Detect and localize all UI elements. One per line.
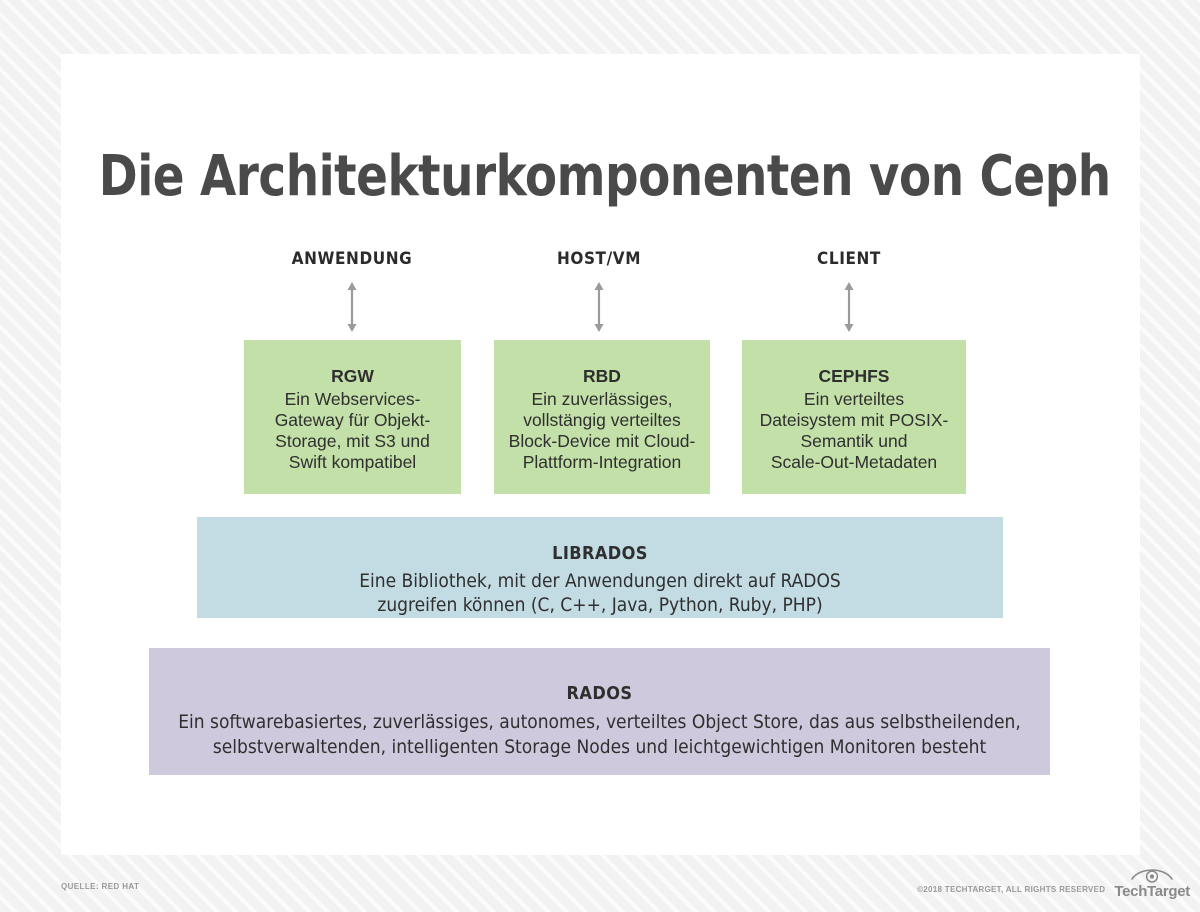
double-headed-arrow-icon-hostvm: [594, 282, 604, 332]
column-headers: ANWENDUNG HOST/VM CLIENT: [61, 249, 1140, 271]
component-title-rbd: RBD: [583, 366, 621, 386]
techtarget-logo: TechTarget: [1114, 866, 1190, 899]
component-title-rados: RADOS: [566, 683, 633, 704]
component-box-rbd: RBD Ein zuverlässiges, vollstängig verte…: [494, 340, 710, 494]
component-box-rados: RADOS Ein softwarebasiertes, zuverlässig…: [149, 648, 1050, 775]
copyright-notice: ©2018 TECHTARGET, ALL RIGHTS RESERVED: [917, 885, 1106, 894]
component-box-cephfs: CEPHFS Ein verteiltes Dateisystem mit PO…: [742, 340, 966, 494]
column-header-client: CLIENT: [817, 249, 881, 269]
component-description-rados: Ein softwarebasiertes, zuverlässiges, au…: [178, 711, 1021, 758]
double-headed-arrow-icon-client: [844, 282, 854, 332]
column-header-hostvm: HOST/VM: [556, 249, 642, 269]
component-title-rgw: RGW: [331, 366, 374, 386]
infographic-card: Die Architekturkomponenten von Ceph ANWE…: [61, 54, 1140, 855]
component-title-cephfs: CEPHFS: [818, 366, 890, 386]
component-description-cephfs: Ein verteiltes Dateisystem mit POSIX- Se…: [759, 389, 949, 472]
column-header-anwendung: ANWENDUNG: [291, 249, 413, 269]
component-box-librados: LIBRADOS Eine Bibliothek, mit der Anwend…: [197, 517, 1003, 618]
component-description-librados: Eine Bibliothek, mit der Anwendungen dir…: [359, 570, 841, 616]
footer-branding: ©2018 TECHTARGET, ALL RIGHTS RESERVED Te…: [917, 866, 1190, 899]
eye-icon: [1131, 869, 1173, 883]
component-box-rgw: RGW Ein Webservices- Gateway für Objekt-…: [244, 340, 461, 494]
component-description-rbd: Ein zuverlässiges, vollstängig verteilte…: [508, 389, 696, 472]
component-description-rgw: Ein Webservices- Gateway für Objekt- Sto…: [274, 389, 431, 472]
double-headed-arrow-icon-anwendung: [347, 282, 357, 332]
page-title: Die Architekturkomponenten von Ceph: [98, 143, 1111, 209]
techtarget-wordmark: TechTarget: [1114, 883, 1190, 900]
component-title-librados: LIBRADOS: [552, 543, 648, 564]
source-credit: QUELLE: RED HAT: [61, 882, 140, 891]
